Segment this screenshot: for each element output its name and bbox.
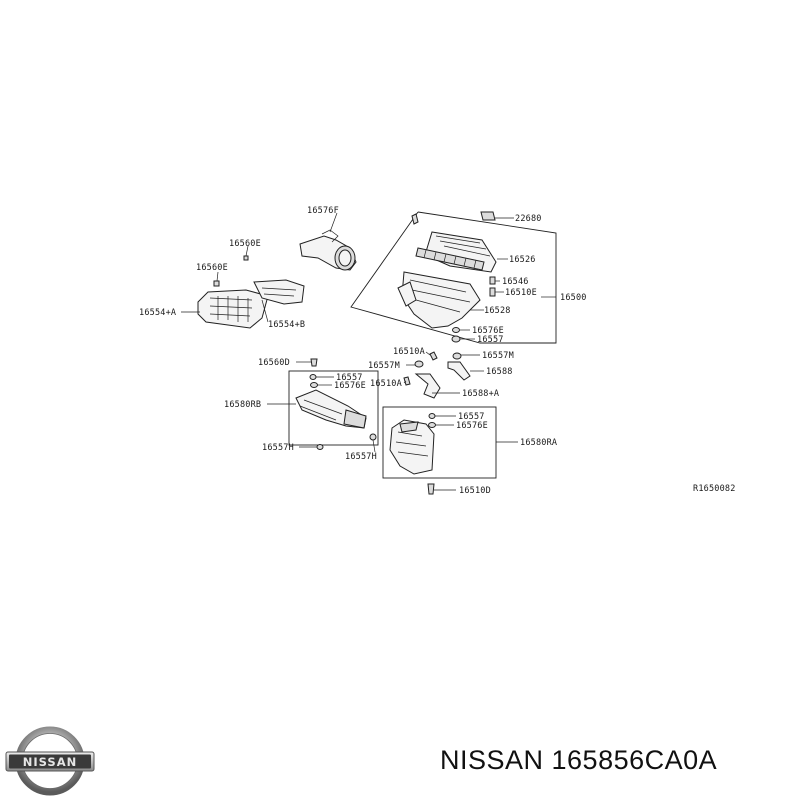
label-16588a: 16588+A bbox=[462, 389, 499, 399]
label-16580rb: 16580RB bbox=[224, 400, 261, 410]
reference-code: R1650082 bbox=[693, 484, 736, 494]
label-16554a: 16554+A bbox=[139, 308, 176, 318]
grommet-16557-rb bbox=[309, 374, 317, 380]
label-16510a-a: 16510A bbox=[393, 347, 425, 357]
bolt-16560e-a bbox=[243, 255, 249, 261]
label-16510d: 16510D bbox=[459, 486, 491, 496]
label-22680: 22680 bbox=[515, 214, 542, 224]
duct-rb-frame bbox=[288, 370, 379, 446]
grommet-16557h-b bbox=[369, 433, 377, 441]
label-16557h-b: 16557H bbox=[345, 452, 377, 462]
bolt-16560d bbox=[310, 358, 318, 367]
label-16557-a: 16557 bbox=[477, 335, 504, 345]
label-16576e-b: 16576E bbox=[334, 381, 366, 391]
clip-16510e bbox=[489, 287, 496, 297]
bolt-16510d bbox=[427, 483, 435, 495]
label-16560e-a: 16560E bbox=[229, 239, 261, 249]
air-filter-element bbox=[415, 247, 485, 271]
label-16557h-a: 16557H bbox=[262, 443, 294, 453]
grommet-16576e-top bbox=[452, 327, 460, 333]
resonator-duct bbox=[197, 279, 305, 329]
bolt-16510a-b bbox=[403, 376, 411, 386]
label-16580ra: 16580RA bbox=[520, 438, 557, 448]
grommet-16557-ra bbox=[428, 413, 436, 419]
bolt-top bbox=[411, 213, 419, 225]
bracket-16588 bbox=[447, 352, 471, 381]
label-16554b: 16554+B bbox=[268, 320, 305, 330]
part-number-caption: NISSAN 165856CA0A bbox=[440, 745, 718, 775]
label-16510a-b: 16510A bbox=[370, 379, 402, 389]
label-16510e: 16510E bbox=[505, 288, 537, 298]
grommet-16557h-a bbox=[316, 444, 324, 450]
svg-text:NISSAN: NISSAN bbox=[23, 755, 77, 769]
bolt-16560e-b bbox=[213, 280, 220, 287]
label-16526: 16526 bbox=[509, 255, 536, 265]
intake-hose bbox=[299, 229, 357, 271]
label-16557-b: 16557 bbox=[336, 373, 363, 383]
air-duct-ra bbox=[389, 419, 435, 475]
label-16560e-b: 16560E bbox=[196, 263, 228, 273]
label-16560d: 16560D bbox=[258, 358, 290, 368]
duct-ra-frame bbox=[382, 406, 497, 479]
air-cleaner-assembly-frame bbox=[350, 211, 557, 344]
grommet-16576e-ra bbox=[428, 422, 436, 428]
label-16546: 16546 bbox=[502, 277, 529, 287]
label-16588: 16588 bbox=[486, 367, 513, 377]
air-duct-rb bbox=[295, 389, 367, 429]
label-16557m-b: 16557M bbox=[368, 361, 400, 371]
label-16557m-a: 16557M bbox=[482, 351, 514, 361]
clip-22680 bbox=[480, 211, 496, 221]
nissan-logo: NISSAN bbox=[5, 726, 95, 796]
part-labels: 16576F 22680 16560E 16526 16560E 16546 1… bbox=[139, 206, 736, 496]
grommet-16557-top bbox=[451, 335, 461, 343]
label-16576f: 16576F bbox=[307, 206, 339, 216]
label-16528: 16528 bbox=[484, 306, 511, 316]
label-16500: 16500 bbox=[560, 293, 587, 303]
clip-16546 bbox=[489, 276, 496, 285]
bracket-16588a bbox=[414, 360, 441, 399]
bolt-16510a-a bbox=[429, 351, 438, 361]
label-16576e-a: 16576E bbox=[472, 326, 504, 336]
label-16557-c: 16557 bbox=[458, 412, 485, 422]
leader-lines bbox=[181, 212, 556, 491]
label-16576e-c: 16576E bbox=[456, 421, 488, 431]
air-cleaner-body bbox=[397, 271, 481, 329]
grommet-16576e-rb bbox=[310, 382, 318, 388]
